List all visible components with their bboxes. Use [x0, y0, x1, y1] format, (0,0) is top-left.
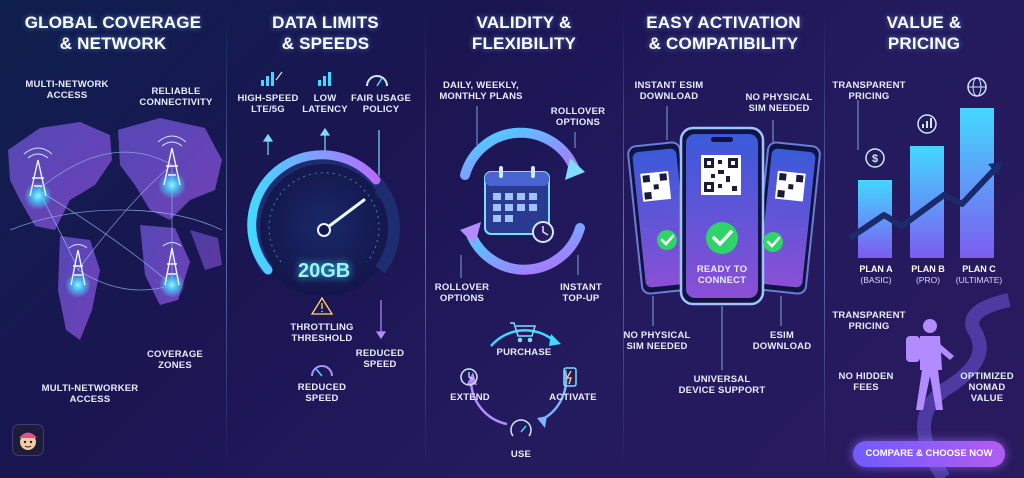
cycle-step-activate: ACTIVATE [549, 392, 597, 403]
panel-divider [226, 10, 227, 468]
label-universal-support: UNIVERSAL DEVICE SUPPORT [678, 374, 766, 396]
gauge-icon [366, 75, 388, 87]
plan-a-label: PLAN A (BASIC) [859, 264, 893, 285]
label-reduced-speed-right: REDUCED SPEED [355, 348, 405, 370]
dollar-icon: $ [865, 148, 885, 168]
label-rollover-top: ROLLOVER OPTIONS [550, 106, 606, 128]
svg-text:$: $ [872, 153, 878, 165]
panel-title: GLOBAL COVERAGE & NETWORK [24, 13, 202, 53]
check-icon [763, 232, 783, 252]
qr-code-icon [701, 155, 741, 195]
chart-icon [917, 114, 937, 134]
brand-logo-avatar [12, 424, 44, 456]
label-instant-esim: INSTANT eSIM DOWNLOAD [634, 80, 704, 102]
gauge-needle [322, 198, 366, 232]
label-multi-network: MULTI-NETWORK ACCESS [25, 79, 109, 101]
label-coverage-zones: COVERAGE ZONES [147, 349, 203, 371]
activate-icon [563, 367, 577, 387]
tower-icon [65, 244, 91, 298]
label-ready-to-connect: READY TO CONNECT [696, 264, 748, 286]
label-high-speed: HIGH-SPEED LTE/5G [237, 93, 299, 115]
plan-c-bar [960, 108, 994, 258]
cycle-step-extend: EXTEND [450, 392, 490, 403]
panel-title: DATA LIMITS & SPEEDS [272, 13, 379, 53]
world-map-graphic [8, 118, 223, 340]
panel-pricing: VALUE & PRICING $ [824, 0, 1024, 478]
panel-divider [425, 10, 426, 468]
qr-code-icon [640, 170, 672, 202]
data-allowance-value: 20GB [298, 260, 351, 282]
panel-global-coverage: GLOBAL COVERAGE & NETWORK [0, 0, 226, 478]
label-transparent-top: TRANSPARENT PRICING [832, 80, 906, 102]
panel-title: VALIDITY & FLEXIBILITY [471, 13, 577, 53]
extend-icon [460, 368, 478, 386]
calendar-icon [484, 166, 554, 243]
signal-bars-icon [261, 71, 283, 86]
traveler-icon [906, 319, 954, 410]
label-instant-topup: INSTANT TOP-UP [560, 282, 602, 304]
speed-gauge-graphic [247, 71, 400, 377]
panel-title: VALUE & PRICING [886, 13, 962, 53]
compare-choose-button[interactable]: COMPARE & CHOOSE NOW [853, 441, 1005, 467]
label-multi-networker: MULTI-NETWORKER ACCESS [41, 383, 139, 405]
phones-graphic [627, 106, 821, 370]
label-reliable-connectivity: RELIABLE CONNECTIVITY [139, 86, 213, 108]
label-transparent-mid: TRANSPARENT PRICING [832, 310, 906, 332]
plan-c-label: PLAN C (ULTIMATE) [955, 264, 1003, 285]
cycle-step-use: USE [510, 449, 532, 460]
label-rollover-left: ROLLOVER OPTIONS [434, 282, 490, 304]
reduced-speed-icon [311, 365, 333, 377]
label-plans: DAILY, WEEKLY, MONTHLY PLANS [439, 80, 523, 102]
panel-data-limits: DATA LIMITS & SPEEDS [226, 0, 425, 478]
cycle-step-purchase: PURCHASE [496, 347, 552, 358]
label-no-sim-top: NO PHYSICAL SIM NEEDED [745, 92, 813, 114]
use-icon [510, 419, 532, 437]
pricing-bars-graphic: $ [848, 77, 1011, 478]
panel-validity: VALIDITY & FLEXIBILITY [425, 0, 623, 478]
label-reduced-speed-bottom: REDUCED SPEED [297, 382, 347, 404]
globe-icon [967, 77, 987, 97]
check-icon [657, 230, 677, 250]
label-no-hidden-fees: NO HIDDEN FEES [838, 371, 894, 393]
label-throttling: THROTTLING THRESHOLD [290, 322, 354, 344]
tower-icon [157, 135, 187, 199]
warning-icon [310, 296, 334, 315]
qr-code-icon [774, 170, 806, 202]
latency-bars-icon [318, 72, 331, 86]
label-fair-usage: FAIR USAGE POLICY [350, 93, 412, 115]
label-no-sim-bottom: NO PHYSICAL SIM NEEDED [623, 330, 691, 352]
panel-title: EASY ACTIVATION & COMPATIBILITY [646, 13, 801, 53]
validity-cycle-graphic [460, 106, 585, 437]
check-icon [706, 222, 738, 254]
label-optimized-nomad: OPTIMIZED NOMAD VALUE [960, 371, 1014, 404]
cart-icon [510, 322, 537, 343]
label-low-latency: LOW LATENCY [302, 93, 348, 115]
panel-divider [623, 10, 624, 468]
tower-icon [23, 147, 53, 210]
tower-icon [159, 242, 185, 298]
panel-divider [824, 10, 825, 468]
panel-activation: EASY ACTIVATION & COMPATIBILITY [623, 0, 824, 478]
plan-b-label: PLAN B (PRO) [911, 264, 945, 285]
label-esim-download: eSIM DOWNLOAD [752, 330, 812, 352]
